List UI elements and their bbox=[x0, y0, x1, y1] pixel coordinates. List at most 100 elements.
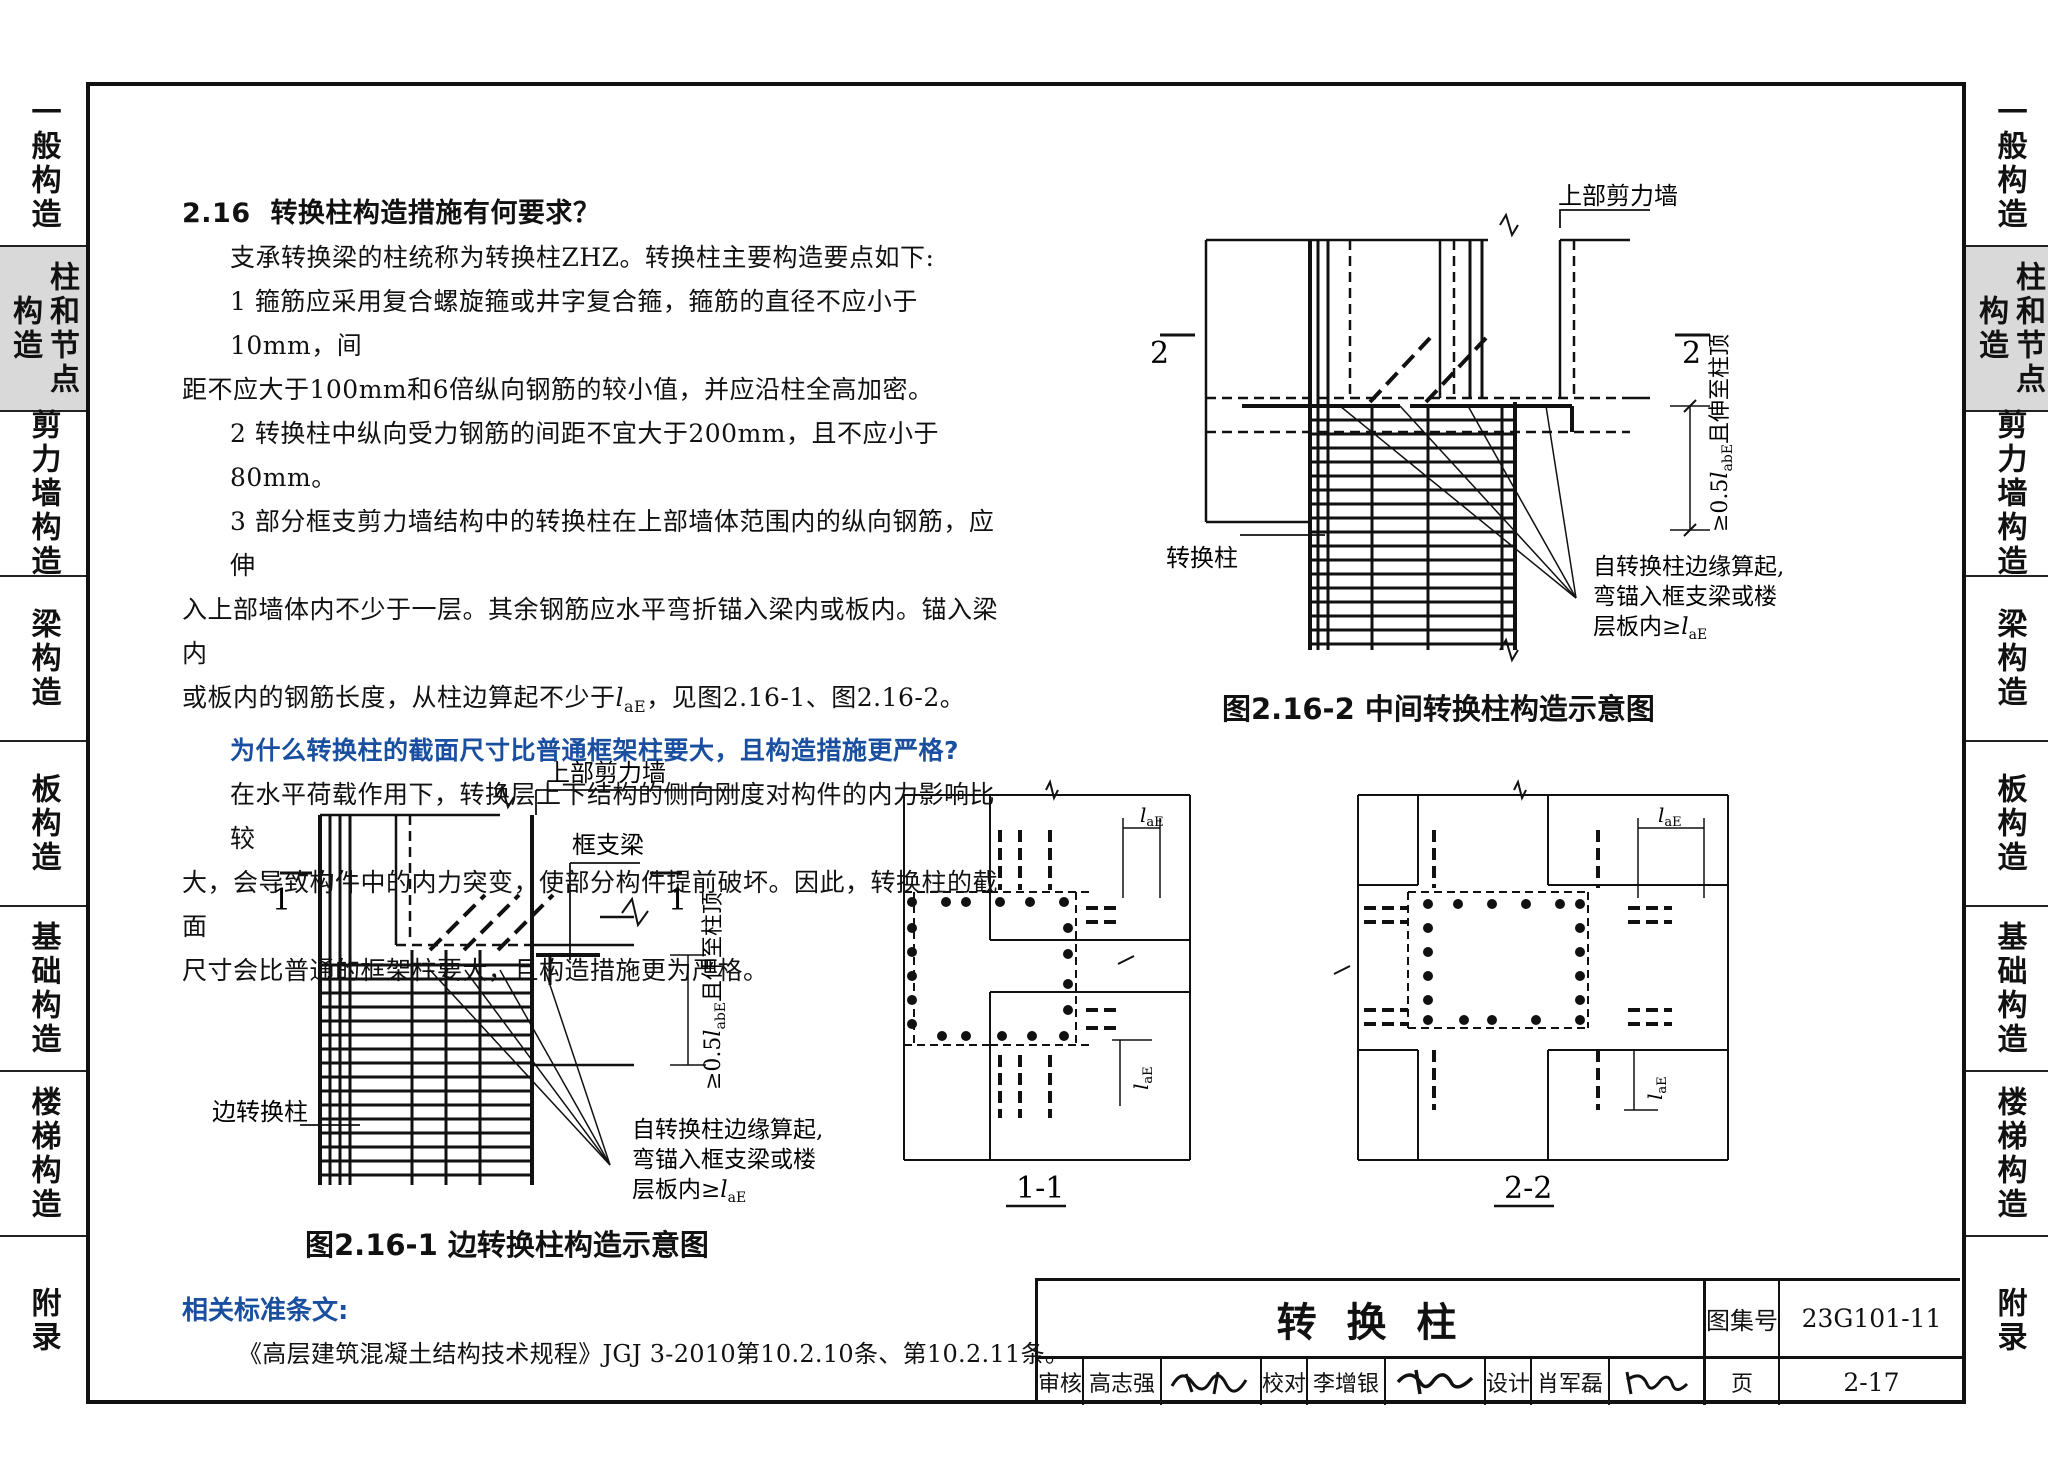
nav-tab-label: 楼梯构造 bbox=[25, 1085, 61, 1222]
diagonal-rebar bbox=[1368, 336, 1432, 404]
atlas-label: 图集号 bbox=[1706, 1281, 1780, 1359]
nav-tab-columns[interactable]: 柱和节点构造 bbox=[0, 247, 86, 412]
right-nav-sidebar: 一般构造 柱和节点构造 剪力墙构造 梁构造 板构造 基础构造 楼梯构造 附录 bbox=[1962, 82, 2048, 1404]
section-mark-label: 1 bbox=[668, 883, 687, 918]
nav-tab-label: 板构造 bbox=[1991, 772, 2027, 875]
nav-tab-foundation[interactable]: 基础构造 bbox=[0, 907, 86, 1072]
leader-line bbox=[1339, 405, 1577, 599]
section-mark-label: 2 bbox=[1150, 336, 1169, 371]
rebar-dot-set bbox=[1423, 899, 1585, 1025]
title-block: 转 换 柱 图集号 23G101-11 审核 高志强 校对 李增银 设计 肖军磊… bbox=[1035, 1278, 1963, 1405]
stirrup-set bbox=[320, 963, 532, 1177]
paragraph: 或板内的钢筋长度，从柱边算起不少于 bbox=[182, 683, 616, 712]
design-label: 设计 bbox=[1486, 1359, 1532, 1405]
nav-tab-label: 柱和节点构造 bbox=[7, 260, 79, 397]
section-mark-label: 2 bbox=[1682, 336, 1701, 371]
rebar-dot-set bbox=[907, 897, 1073, 1041]
atlas-number: 23G101-11 bbox=[1780, 1281, 1963, 1359]
symbol-lae-label: laE bbox=[1643, 1076, 1670, 1100]
nav-tab-label: 柱和节点构造 bbox=[1973, 260, 2045, 397]
section-number: 2.16 bbox=[182, 198, 251, 229]
figure-2-16-2: 2 2 上部剪力墙 转换柱 ≥0.5labE且伸至柱顶 自转换柱边缘算起, 弯锚… bbox=[1150, 182, 1784, 663]
paragraph-tail: ，见图2.16-1、图2.16-2。 bbox=[646, 683, 966, 712]
nav-tab-stairs[interactable]: 楼梯构造 bbox=[1966, 1072, 2048, 1237]
anchor-note: 弯锚入框支梁或楼 bbox=[632, 1147, 816, 1173]
nav-tab-shear-wall[interactable]: 剪力墙构造 bbox=[0, 409, 86, 579]
section-view-label: 2-2 bbox=[1504, 1171, 1552, 1206]
symbol-lae-sub: aE bbox=[624, 697, 647, 716]
break-mark bbox=[1513, 779, 1527, 801]
paragraph: 3 部分框支剪力墙结构中的转换柱在上部墙体范围内的纵向钢筋，应伸 bbox=[230, 507, 995, 580]
leader-line bbox=[1559, 209, 1650, 228]
diagonal-rebar bbox=[462, 893, 521, 952]
symbol-lae-label: laE bbox=[1140, 803, 1164, 830]
standards-heading: 相关标准条文: bbox=[182, 1296, 349, 1326]
paragraph: 入上部墙体内不少于一层。其余钢筋应水平弯折锚入梁内或板内。锚入梁内 bbox=[182, 595, 999, 668]
break-mark bbox=[621, 896, 649, 928]
symbol-lae-label: laE bbox=[1658, 803, 1682, 830]
paragraph-last: 或板内的钢筋长度，从柱边算起不少于laE，见图2.16-1、图2.16-2。 bbox=[182, 676, 1002, 729]
nav-tab-beams[interactable]: 梁构造 bbox=[1966, 577, 2048, 742]
reviewer-name: 高志强 bbox=[1084, 1359, 1162, 1405]
anchor-note: 层板内≥laE bbox=[1593, 614, 1707, 643]
nav-tab-label: 基础构造 bbox=[25, 920, 61, 1057]
nav-tab-label: 一般构造 bbox=[1991, 95, 2027, 232]
dimension-line bbox=[1112, 818, 1161, 1106]
upper-wall-label: 上部剪力墙 bbox=[546, 759, 666, 787]
left-nav-sidebar: 一般构造 柱和节点构造 剪力墙构造 梁构造 板构造 基础构造 楼梯构造 附录 bbox=[0, 82, 90, 1404]
section-view-1-1: laE laE 1-1 bbox=[903, 779, 1191, 1208]
rebar-dashed-set bbox=[998, 830, 1120, 1118]
standards-text: 《高层建筑混凝土结构技术规程》JGJ 3-2010第10.2.10条、第10.2… bbox=[238, 1340, 1070, 1368]
dimension-label: ≥0.5labE且伸至柱顶 bbox=[701, 892, 729, 1090]
nav-tab-general[interactable]: 一般构造 bbox=[0, 82, 86, 247]
anchor-note: 自转换柱边缘算起, bbox=[632, 1117, 823, 1143]
upper-wall-label: 上部剪力墙 bbox=[1558, 182, 1678, 210]
diagonal-rebar bbox=[428, 893, 487, 952]
nav-tab-slabs[interactable]: 板构造 bbox=[1966, 742, 2048, 907]
nav-tab-label: 附录 bbox=[25, 1286, 61, 1355]
nav-tab-label: 梁构造 bbox=[25, 607, 61, 710]
nav-tab-label: 剪力墙构造 bbox=[1991, 408, 2027, 579]
beam-label: 框支梁 bbox=[572, 831, 644, 859]
section-view-2-2: laE laE 2-2 bbox=[1333, 779, 1729, 1208]
nav-tab-beams[interactable]: 梁构造 bbox=[0, 577, 86, 742]
reviewer-signature bbox=[1162, 1359, 1262, 1405]
nav-tab-label: 楼梯构造 bbox=[1991, 1085, 2027, 1222]
page-number: 2-17 bbox=[1843, 1367, 1900, 1397]
nav-tab-columns[interactable]: 柱和节点构造 bbox=[1966, 247, 2048, 412]
figure-2-16-2-caption: 图2.16-2 中间转换柱构造示意图 bbox=[1222, 692, 1655, 726]
section-text: 2.16 转换柱构造措施有何要求？ 支承转换梁的柱统称为转换柱ZHZ。转换柱主要… bbox=[182, 192, 1002, 993]
page-label: 页 bbox=[1706, 1359, 1780, 1405]
break-mark bbox=[1499, 212, 1519, 238]
symbol-lae-label: laE bbox=[1129, 1066, 1156, 1090]
nav-tab-label: 板构造 bbox=[25, 772, 61, 875]
break-mark bbox=[1333, 965, 1351, 975]
section-heading: 2.16 转换柱构造措施有何要求？ bbox=[182, 192, 1002, 236]
section-view-label: 1-1 bbox=[1016, 1171, 1064, 1206]
designer-signature bbox=[1610, 1359, 1706, 1405]
anchor-note: 弯锚入框支梁或楼 bbox=[1593, 584, 1777, 610]
designer-name: 肖军磊 bbox=[1532, 1359, 1610, 1405]
anchor-note: 自转换柱边缘算起, bbox=[1593, 554, 1784, 580]
nav-tab-appendix[interactable]: 附录 bbox=[0, 1237, 86, 1404]
faq-answer: 在水平荷载作用下，转换层上下结构的侧向刚度对构件的内力影响比较 bbox=[230, 780, 996, 853]
leader-line bbox=[429, 969, 611, 1166]
break-mark bbox=[495, 784, 515, 810]
anchor-note: 层板内≥laE bbox=[632, 1177, 746, 1206]
break-mark bbox=[1045, 779, 1059, 801]
nav-tab-appendix[interactable]: 附录 bbox=[1966, 1237, 2048, 1404]
nav-tab-label: 基础构造 bbox=[1991, 920, 2027, 1057]
faq-question: 为什么转换柱的截面尺寸比普通框架柱要大，且构造措施更严格? bbox=[230, 736, 960, 765]
section-title: 转换柱构造措施有何要求？ bbox=[270, 198, 601, 229]
nav-tab-shear-wall[interactable]: 剪力墙构造 bbox=[1966, 409, 2048, 579]
nav-tab-foundation[interactable]: 基础构造 bbox=[1966, 907, 2048, 1072]
nav-tab-slabs[interactable]: 板构造 bbox=[0, 742, 86, 907]
nav-tab-label: 梁构造 bbox=[1991, 607, 2027, 710]
stirrup-set bbox=[1310, 418, 1515, 646]
nav-tab-general[interactable]: 一般构造 bbox=[1966, 82, 2048, 247]
dimension-label: ≥0.5labE且伸至柱顶 bbox=[1708, 334, 1736, 532]
nav-tab-stairs[interactable]: 楼梯构造 bbox=[0, 1072, 86, 1237]
nav-tab-label: 一般构造 bbox=[25, 95, 61, 232]
symbol-lae: l bbox=[615, 683, 625, 712]
review-label: 审核 bbox=[1038, 1359, 1084, 1405]
